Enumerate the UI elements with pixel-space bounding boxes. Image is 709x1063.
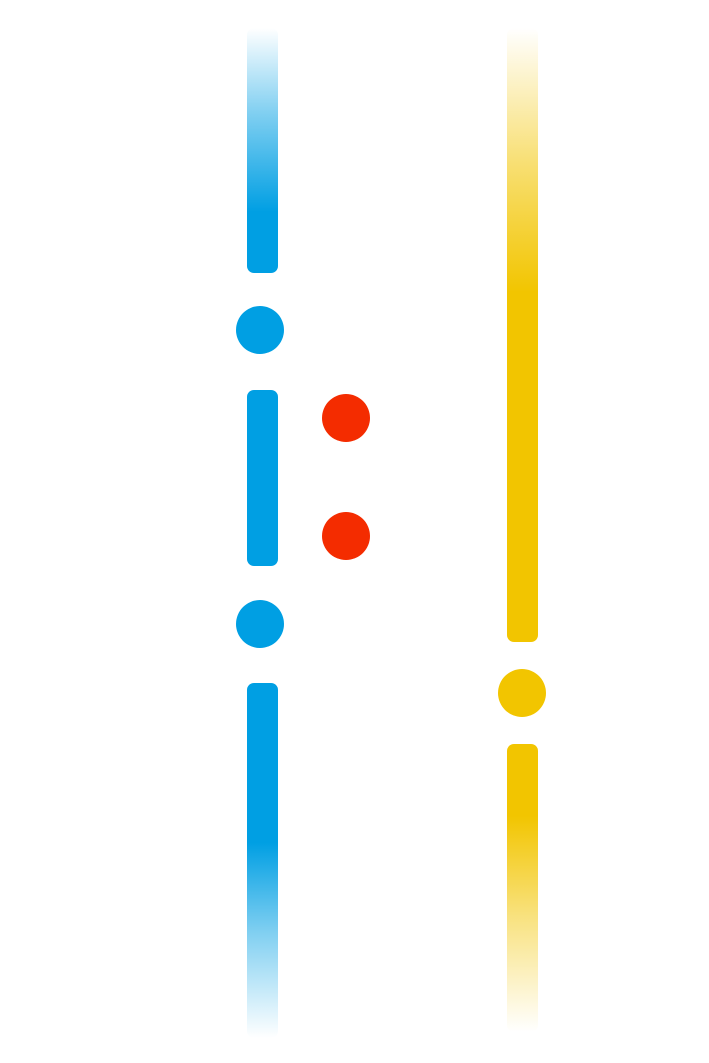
blue-line-segment-middle bbox=[247, 390, 278, 566]
blue-line-segment-bottom bbox=[247, 683, 278, 1038]
red-station-2[interactable] bbox=[322, 512, 370, 560]
blue-station-2[interactable] bbox=[236, 600, 284, 648]
blue-station-1[interactable] bbox=[236, 306, 284, 354]
yellow-line-segment-top bbox=[507, 28, 538, 642]
red-station-1[interactable] bbox=[322, 394, 370, 442]
yellow-line-segment-bottom bbox=[507, 744, 538, 1032]
blue-line-segment-top bbox=[247, 28, 278, 273]
yellow-station[interactable] bbox=[498, 669, 546, 717]
